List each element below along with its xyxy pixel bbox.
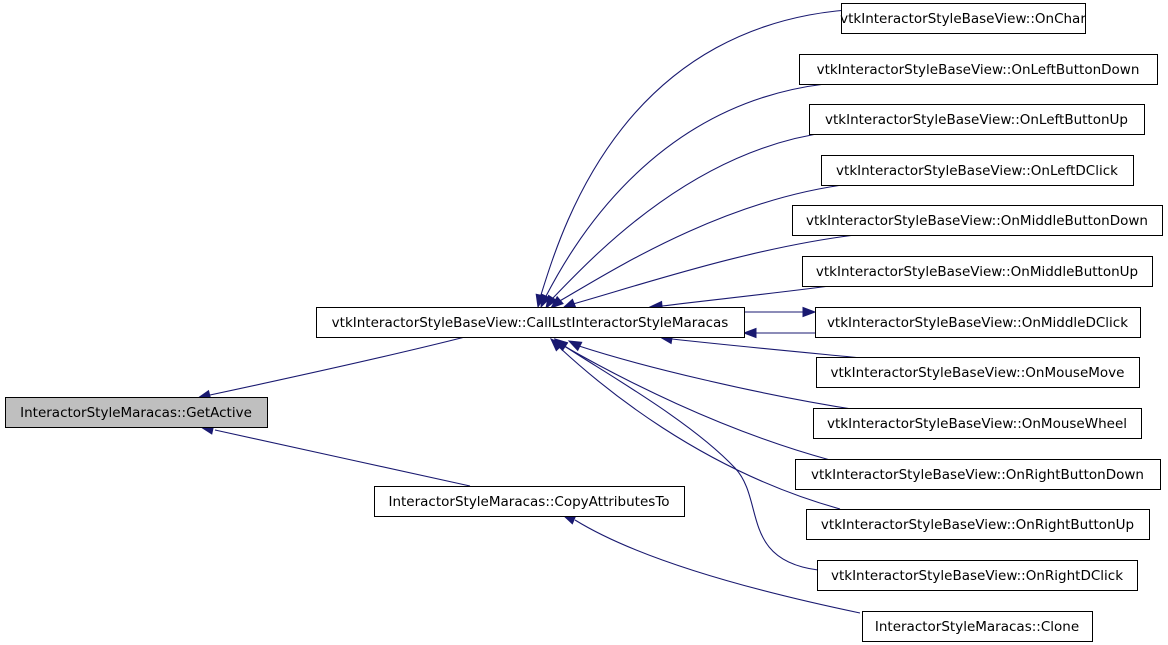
node-label: vtkInteractorStyleBaseView::OnMiddleDCli… xyxy=(827,315,1128,331)
edge-copy_attr-to-get_active xyxy=(199,424,471,487)
node-on-middle-up[interactable]: vtkInteractorStyleBaseView::OnMiddleButt… xyxy=(802,256,1153,287)
node-on-mouse-wheel[interactable]: vtkInteractorStyleBaseView::OnMouseWheel xyxy=(813,408,1142,439)
node-on-right-down[interactable]: vtkInteractorStyleBaseView::OnRightButto… xyxy=(795,459,1161,490)
arrowhead xyxy=(549,295,564,309)
arrowhead xyxy=(567,340,583,352)
node-box xyxy=(374,486,685,517)
call-graph-nodes: InteractorStyleMaracas::GetActivevtkInte… xyxy=(5,3,1163,642)
arrowhead xyxy=(553,338,569,351)
node-on-middle-down[interactable]: vtkInteractorStyleBaseView::OnMiddleButt… xyxy=(792,205,1163,236)
edge-on_left_up-to-call_lst xyxy=(545,131,831,310)
node-box xyxy=(862,611,1093,642)
node-on-left-down[interactable]: vtkInteractorStyleBaseView::OnLeftButton… xyxy=(799,54,1158,85)
node-on-left-dclick[interactable]: vtkInteractorStyleBaseView::OnLeftDClick xyxy=(821,155,1134,186)
node-box xyxy=(799,54,1158,85)
node-on-middle-dclick[interactable]: vtkInteractorStyleBaseView::OnMiddleDCli… xyxy=(815,307,1141,338)
node-box xyxy=(802,256,1153,287)
node-box xyxy=(821,155,1134,186)
node-on-right-up[interactable]: vtkInteractorStyleBaseView::OnRightButto… xyxy=(806,509,1150,540)
node-copy-attr[interactable]: InteractorStyleMaracas::CopyAttributesTo xyxy=(374,486,685,517)
node-box xyxy=(841,3,1086,34)
node-label: InteractorStyleMaracas::CopyAttributesTo xyxy=(388,494,669,510)
edge-on_left_down-to-call_lst xyxy=(540,83,826,309)
edge-on_middle_down-to-call_lst xyxy=(561,234,856,309)
arrowhead xyxy=(545,294,558,310)
node-on-char[interactable]: vtkInteractorStyleBaseView::OnChar xyxy=(840,3,1086,34)
edge-on_middle_up-to-call_lst xyxy=(648,285,831,312)
node-label: vtkInteractorStyleBaseView::OnMiddleButt… xyxy=(806,213,1148,229)
edge-call_lst-to-get_active xyxy=(196,336,466,401)
arrowhead xyxy=(802,306,817,318)
node-label: vtkInteractorStyleBaseView::OnRightButto… xyxy=(811,467,1144,483)
node-box xyxy=(813,408,1142,439)
node-on-mouse-move[interactable]: vtkInteractorStyleBaseView::OnMouseMove xyxy=(816,357,1140,388)
node-box xyxy=(806,509,1150,540)
arrowhead xyxy=(742,327,757,339)
node-box xyxy=(316,307,745,338)
node-label: vtkInteractorStyleBaseView::OnChar xyxy=(840,11,1086,27)
node-box xyxy=(816,357,1140,388)
node-label: vtkInteractorStyleBaseView::OnRightDClic… xyxy=(831,568,1123,584)
edge-call_lst-to-on_middle_dclick xyxy=(744,306,817,318)
node-label: vtkInteractorStyleBaseView::OnMiddleButt… xyxy=(816,264,1138,280)
edge-on_right_dclick-to-call_lst xyxy=(553,338,819,571)
node-box xyxy=(817,560,1138,591)
node-label: vtkInteractorStyleBaseView::OnMouseMove xyxy=(831,365,1125,381)
node-label: InteractorStyleMaracas::Clone xyxy=(875,619,1079,635)
edge-on_mouse_move-to-call_lst xyxy=(658,333,863,359)
node-box xyxy=(815,307,1141,338)
node-box xyxy=(5,397,268,428)
node-label: vtkInteractorStyleBaseView::OnRightButto… xyxy=(821,517,1134,533)
node-on-right-dclick[interactable]: vtkInteractorStyleBaseView::OnRightDClic… xyxy=(817,560,1138,591)
node-label: vtkInteractorStyleBaseView::OnLeftButton… xyxy=(825,112,1128,128)
edge-on_mouse_wheel-to-call_lst xyxy=(567,340,859,411)
edge-on_middle_dclick-to-call_lst xyxy=(742,327,815,339)
edge-on_left_dclick-to-call_lst xyxy=(549,183,851,309)
node-get-active: InteractorStyleMaracas::GetActive xyxy=(5,397,268,428)
arrowhead xyxy=(561,298,577,309)
node-label: vtkInteractorStyleBaseView::CallLstInter… xyxy=(332,315,729,331)
node-label: InteractorStyleMaracas::GetActive xyxy=(20,405,252,421)
node-box xyxy=(795,459,1161,490)
edge-on_right_down-to-call_lst xyxy=(553,339,831,461)
node-call-lst[interactable]: vtkInteractorStyleBaseView::CallLstInter… xyxy=(316,307,745,338)
node-label: vtkInteractorStyleBaseView::OnMouseWheel xyxy=(827,416,1127,432)
node-box xyxy=(792,205,1163,236)
node-label: vtkInteractorStyleBaseView::OnLeftDClick xyxy=(836,163,1118,179)
node-box xyxy=(809,104,1145,135)
node-label: vtkInteractorStyleBaseView::OnLeftButton… xyxy=(817,62,1140,78)
node-on-left-up[interactable]: vtkInteractorStyleBaseView::OnLeftButton… xyxy=(809,104,1145,135)
node-clone[interactable]: InteractorStyleMaracas::Clone xyxy=(862,611,1093,642)
